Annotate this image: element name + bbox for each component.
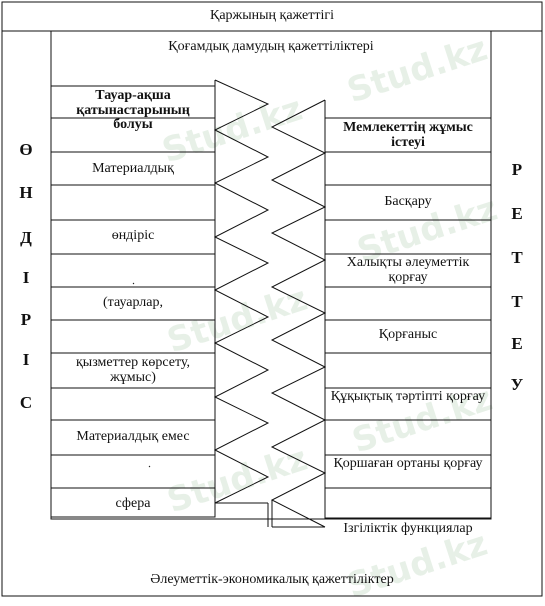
- right-box-label: Қорғаныс: [378, 327, 438, 342]
- left-box-label: Тауар-ақша қатынастарының болуы: [76, 88, 190, 133]
- right-box-label: Қоршаған ортаны қорғау: [333, 456, 483, 471]
- right-vertical-letter: Р: [511, 160, 523, 179]
- left-vertical-letter: Н: [19, 183, 33, 202]
- left-box-label: өндіріс: [111, 228, 155, 243]
- left-vertical-letter: Ө: [19, 140, 33, 159]
- right-vertical-letter: Т: [511, 248, 523, 267]
- right-box-label: Мемлекеттің жұмыс істеуі: [343, 120, 473, 150]
- left-vertical-letter: І: [22, 268, 30, 287]
- left-vertical-letter: І: [22, 350, 30, 369]
- left-box-label: Материалдық: [92, 161, 174, 176]
- outer-frame: [1, 1, 543, 597]
- right-vertical-letter: У: [510, 375, 524, 394]
- title-top: Қаржының қажеттігі: [210, 8, 334, 23]
- zigzag-right: [270, 99, 327, 528]
- left-box-label: сфера: [115, 496, 151, 511]
- left-column-frame: [50, 85, 216, 518]
- left-box-label: Материалдық емес: [76, 429, 190, 444]
- left-box-label: қызметтер көрсету, жұмыс): [76, 355, 190, 385]
- right-vertical-letter: Т: [511, 292, 523, 311]
- right-box-label: Құқықтық тәртіпті қорғау: [330, 389, 486, 404]
- right-box-label: Халықты әлеуметтік қорғау: [346, 255, 470, 285]
- left-vertical-letter: Р: [20, 310, 32, 329]
- left-vertical-letter: С: [19, 393, 33, 412]
- title-bottom: Әлеуметтік-экономикалық қажеттіліктер: [150, 572, 394, 587]
- left-box-label: (тауарлар,: [103, 295, 163, 310]
- right-column-frame: [324, 117, 492, 519]
- left-vertical-letter: Д: [20, 228, 32, 247]
- right-vertical-letter: Е: [511, 204, 523, 223]
- right-box-label: Басқару: [384, 194, 432, 209]
- title-social-needs: Қоғамдық дамудың қажеттіліктері: [168, 39, 374, 54]
- zigzag-left: [213, 79, 270, 504]
- right-box-label: Ізгіліктік функциялар: [343, 521, 473, 536]
- right-vertical-letter: Е: [511, 334, 523, 353]
